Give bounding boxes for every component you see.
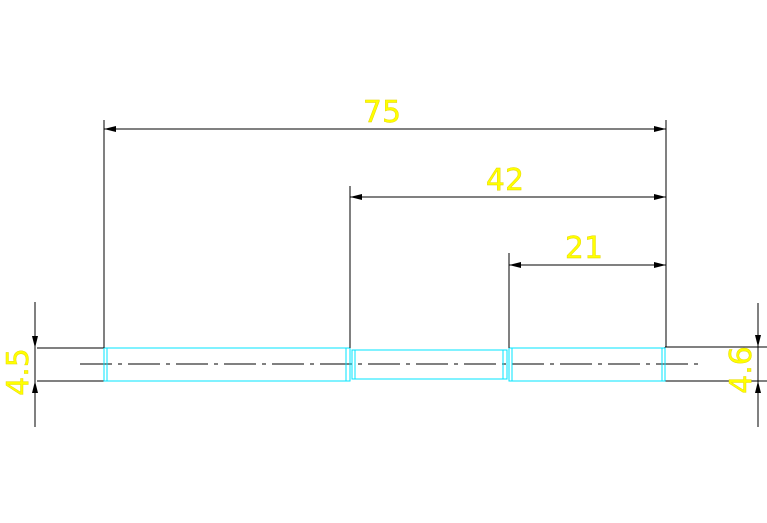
dim-text-overall: 75 xyxy=(363,95,401,130)
dim-right-diameter xyxy=(708,303,767,427)
segment-middle xyxy=(351,349,508,380)
extension-lines xyxy=(103,120,667,348)
dim-text-right-diameter: 4.6 xyxy=(724,346,759,394)
dim-text-left-diameter: 4.5 xyxy=(1,348,36,396)
dim-text-middle: 42 xyxy=(486,163,524,198)
dim-text-right: 21 xyxy=(565,231,603,266)
segment-outlines xyxy=(103,347,666,382)
segment-left xyxy=(103,347,351,382)
segment-right xyxy=(508,347,666,382)
